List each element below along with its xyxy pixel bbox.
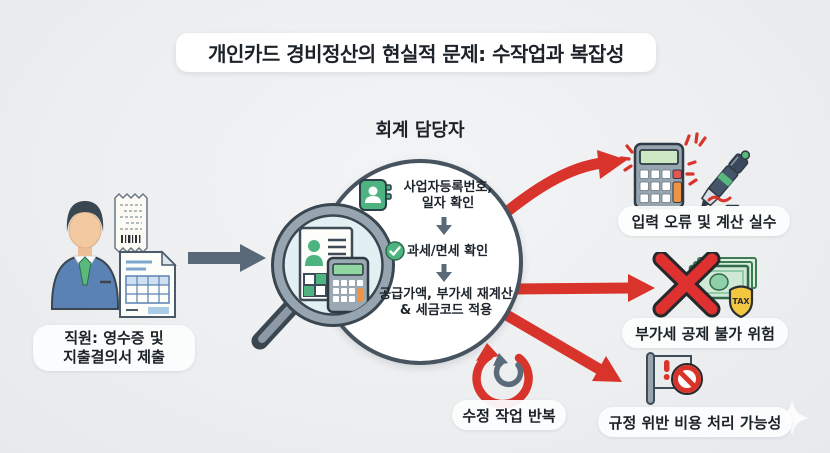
sparkle-icon [774, 400, 810, 436]
pen-icon [700, 150, 751, 208]
loop-arrow-icon [472, 343, 533, 408]
accountant-heading: 회계 담당자 [375, 120, 465, 141]
step-verify-taxable: 과세/면세 확인 [407, 244, 489, 259]
scribble-mark [707, 195, 732, 203]
tax-shield-icon: TAX [728, 285, 754, 318]
flow-arrow-employee-to-accountant [188, 244, 266, 272]
vat-risk-illustration: TAX [652, 252, 757, 318]
input-error-illustration [619, 132, 751, 210]
regulation-risk-illustration [646, 352, 703, 405]
red-x-icon [652, 252, 721, 318]
contact-book-icon [359, 179, 392, 211]
magnified-calculator-icon [326, 256, 370, 314]
barcode [121, 235, 141, 243]
document-icon [119, 250, 177, 318]
down-arrow-icon [436, 217, 452, 235]
employee-illustration [51, 192, 177, 318]
page-title-text: 개인카드 경비정산의 현실적 문제: 수작업과 복잡성 [208, 42, 624, 66]
step-verify-registration: 사업자등록번호, 일자 확인 [403, 180, 493, 211]
refresh-icon [493, 353, 524, 388]
person-icon [51, 201, 119, 310]
employee-label: 직원: 영수증 및 지출결의서 제출 [33, 325, 195, 371]
prohibition-icon [671, 363, 703, 395]
red-arrow-to-regulation-risk [497, 307, 622, 382]
risk-vat-label: 부가세 공제 불가 위험 [622, 318, 788, 348]
red-arrow-to-input-error [492, 150, 627, 225]
red-arrow-to-vat-risk [506, 274, 655, 302]
magnifier-icon [251, 203, 395, 350]
receipt-icon [114, 192, 148, 254]
page-title: 개인카드 경비정산의 현실적 문제: 수작업과 복잡성 [176, 33, 656, 72]
loop-label: 수정 작업 반복 [452, 400, 566, 430]
step-recalculate-vat: 공급가액, 부가세 재계산 & 세금코드 적용 [379, 287, 513, 318]
risk-regulation-label: 규정 위반 비용 처리 가능성 [598, 407, 792, 437]
check-icon [385, 241, 405, 261]
tax-badge-text: TAX [732, 297, 750, 306]
down-arrow-icon [436, 264, 452, 282]
risk-input-error-label: 입력 오류 및 계산 실수 [618, 206, 790, 236]
calculator-icon [633, 142, 685, 210]
alert-dashes [619, 132, 707, 186]
